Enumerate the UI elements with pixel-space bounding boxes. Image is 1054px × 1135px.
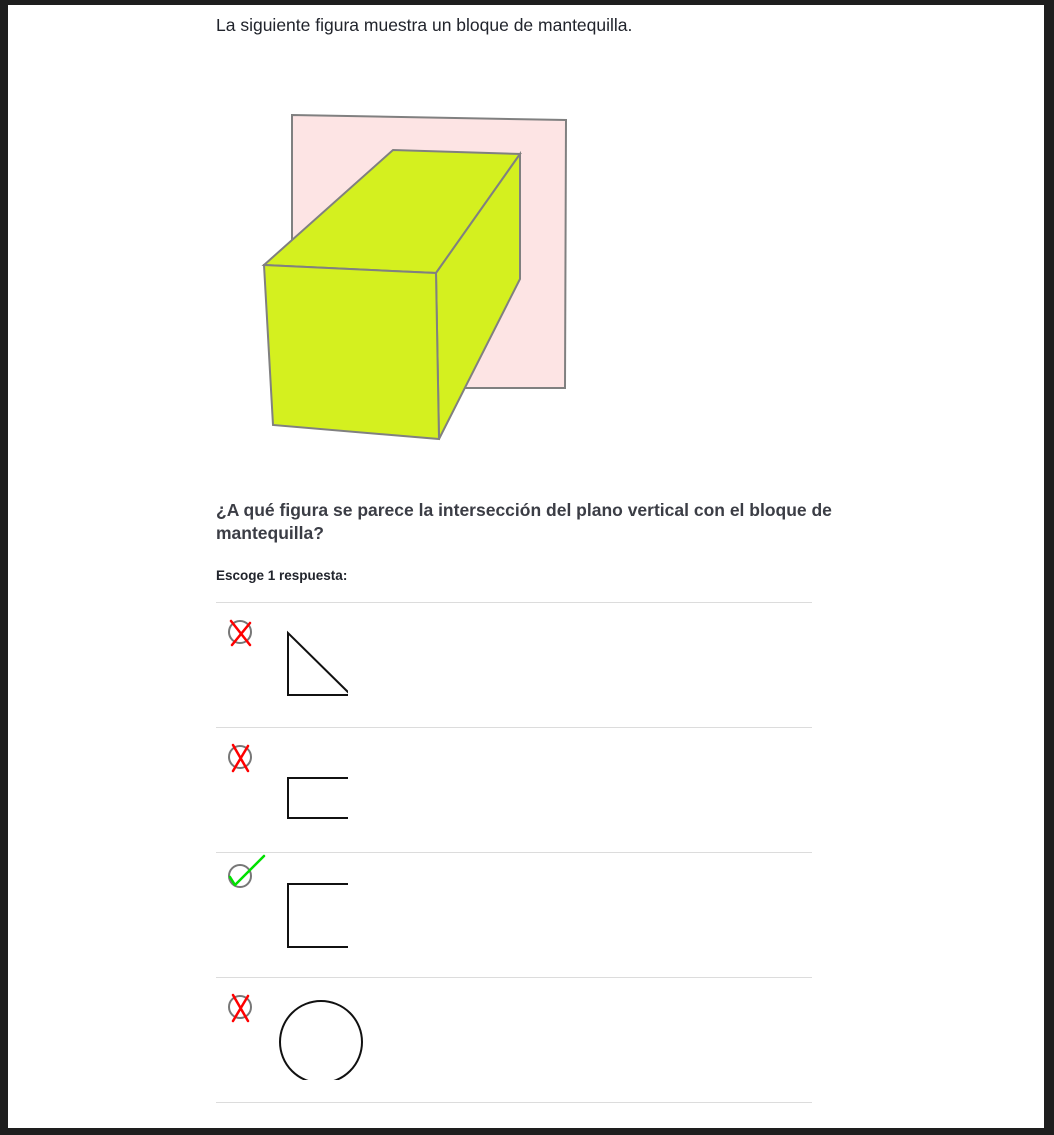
right-triangle-shape	[287, 630, 348, 696]
circle-shape	[279, 1000, 363, 1080]
choice-triangle[interactable]	[216, 603, 812, 728]
incorrect-mark-icon	[228, 743, 252, 773]
incorrect-mark-icon	[228, 993, 252, 1023]
incorrect-mark-icon	[228, 619, 252, 647]
answer-choices	[216, 602, 812, 1103]
butter-block-figure	[261, 113, 568, 441]
exercise-page: La siguiente figura muestra un bloque de…	[8, 5, 1044, 1128]
rectangle-shape	[287, 777, 348, 819]
question-text: ¿A qué figura se parece la intersección …	[216, 500, 832, 543]
choice-square[interactable]	[216, 853, 812, 978]
intro-text: La siguiente figura muestra un bloque de…	[216, 15, 633, 35]
choice-circle[interactable]	[216, 978, 812, 1103]
answer-instruction: Escoge 1 respuesta:	[216, 568, 348, 583]
square-shape	[287, 883, 348, 948]
block-front-face	[262, 263, 441, 441]
checkmark-icon	[228, 854, 266, 888]
choice-rectangle[interactable]	[216, 728, 812, 853]
